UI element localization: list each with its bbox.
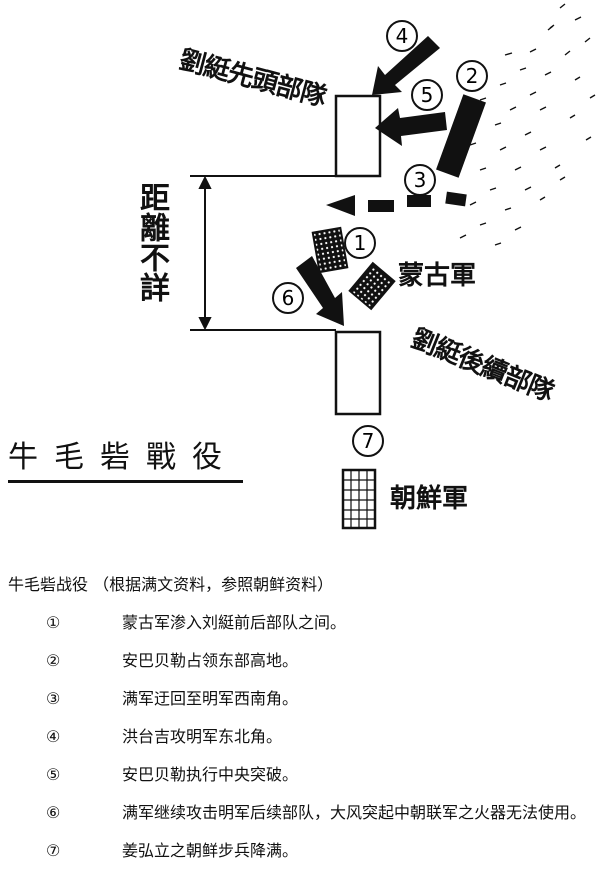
legend-text: 洪台吉攻明军东北角。 [122, 727, 283, 746]
legend-text: 安巴贝勒执行中央突破。 [122, 765, 299, 784]
legend-number: ② [46, 651, 61, 670]
legend-number: ① [46, 613, 61, 632]
mongol-unit-west [311, 226, 349, 274]
legend-number: ⑦ [46, 841, 61, 860]
legend-item: ⑦ 姜弘立之朝鲜步兵降满。 [8, 836, 598, 865]
legend-text: 满军继续攻击明军后续部队，大风突起中朝联军之火器无法使用。 [122, 803, 587, 822]
marker-7: 7 [352, 425, 384, 457]
distance-label: 距離不詳 [134, 182, 169, 302]
mongol-army-label: 蒙古軍 [398, 261, 477, 291]
arrow-4 [372, 36, 440, 95]
legend-text: 姜弘立之朝鲜步兵降满。 [122, 841, 299, 860]
mongol-unit-east [348, 261, 396, 311]
marker-2: 2 [456, 60, 488, 92]
legend-text: 安巴贝勒占领东部高地。 [122, 651, 299, 670]
marker-4: 4 [386, 20, 418, 52]
legend-item: ④ 洪台吉攻明军东北角。 [8, 722, 598, 751]
battle-title: 牛毛砦戰役 [8, 440, 238, 475]
svg-text:1: 1 [354, 231, 367, 255]
legend-number: ③ [46, 689, 61, 708]
legend-item: ① 蒙古军渗入刘綎前后部队之间。 [8, 608, 598, 637]
legend-number: ⑤ [46, 765, 61, 784]
battle-diagram: 4 2 5 3 1 6 7 劉綎先頭部隊 劉綎後續部隊 距離不詳 蒙古軍 朝鮮軍 [8, 3, 596, 530]
arrow-6 [296, 256, 344, 326]
distance-bracket [190, 175, 336, 331]
marker-3: 3 [404, 164, 436, 196]
svg-text:7: 7 [362, 429, 375, 453]
arrow-5 [375, 108, 447, 146]
arrow-3 [326, 191, 467, 216]
korean-army-label: 朝鮮軍 [390, 484, 469, 514]
legend-text: 蒙古军渗入刘綎前后部队之间。 [122, 613, 347, 632]
legend-text: 满军迂回至明军西南角。 [122, 689, 299, 708]
legend: 牛毛砦战役 （根据满文资料，参照朝鲜资料） ① 蒙古军渗入刘綎前后部队之间。 ②… [8, 572, 598, 874]
marker-5: 5 [411, 79, 443, 111]
svg-text:6: 6 [282, 286, 295, 310]
svg-text:3: 3 [414, 168, 427, 192]
marker-6: 6 [272, 282, 304, 314]
svg-text:4: 4 [396, 24, 409, 48]
legend-number: ④ [46, 727, 61, 746]
svg-text:2: 2 [466, 64, 479, 88]
unit-2-block [436, 94, 486, 178]
rear-box [334, 330, 382, 416]
battle-map: 4 2 5 3 1 6 7 [190, 3, 596, 530]
svg-text:5: 5 [421, 83, 434, 107]
legend-list: ① 蒙古军渗入刘綎前后部队之间。 ② 安巴贝勒占领东部高地。 ③ 满军迂回至明军… [8, 608, 598, 865]
hill-terrain [459, 3, 596, 246]
legend-number: ⑥ [46, 803, 61, 822]
korean-army-block [341, 468, 377, 530]
marker-1: 1 [344, 227, 376, 259]
legend-item: ③ 满军迂回至明军西南角。 [8, 684, 598, 713]
legend-heading: 牛毛砦战役 （根据满文资料，参照朝鲜资料） [8, 575, 334, 594]
legend-item: ⑤ 安巴贝勒执行中央突破。 [8, 760, 598, 789]
title-underline [8, 480, 243, 483]
legend-item: ⑥ 满军继续攻击明军后续部队，大风突起中朝联军之火器无法使用。 [8, 798, 598, 827]
legend-item: ② 安巴贝勒占领东部高地。 [8, 646, 598, 675]
vanguard-box [334, 94, 382, 178]
